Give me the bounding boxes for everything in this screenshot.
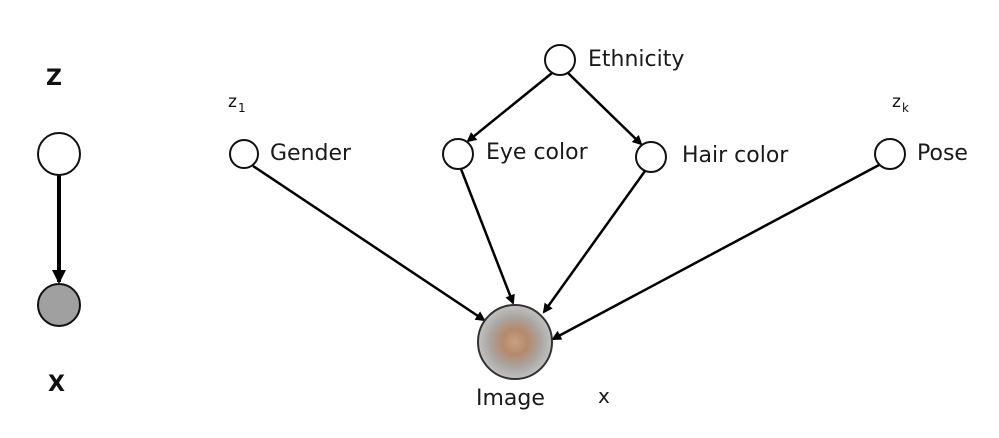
zk-subscript: k — [901, 101, 909, 115]
node-eye-color — [442, 138, 474, 170]
node-ethnicity — [544, 44, 576, 76]
node-hair-color — [635, 141, 667, 173]
label-pose: Pose — [917, 141, 968, 166]
node-gender — [229, 139, 259, 169]
label-hair-color: Hair color — [682, 143, 789, 168]
latent-node-z — [37, 132, 81, 176]
zk-base: z — [892, 92, 901, 112]
edge-pose-image — [551, 163, 880, 341]
latent-label-z: Z — [46, 66, 62, 91]
edge-ethnicity-eye-color — [466, 72, 553, 143]
label-image: Image — [476, 386, 545, 411]
node-pose — [874, 138, 906, 170]
z1-base: z — [228, 92, 237, 112]
label-eye-color: Eye color — [486, 140, 588, 165]
edge-hair-color-image — [542, 170, 647, 314]
observed-node-x — [37, 283, 81, 327]
edge-eye-color-image — [459, 168, 515, 305]
label-z1: z1 — [228, 92, 246, 115]
edge-gender-image — [252, 164, 486, 322]
z1-subscript: 1 — [237, 101, 246, 115]
edge-ethnicity-hair-color — [567, 72, 643, 146]
label-ethnicity: Ethnicity — [588, 47, 685, 72]
observed-label-x: X — [48, 372, 65, 397]
label-zk: zk — [892, 92, 909, 115]
label-image-x: x — [598, 384, 610, 408]
label-gender: Gender — [270, 141, 352, 166]
node-image — [477, 304, 553, 380]
